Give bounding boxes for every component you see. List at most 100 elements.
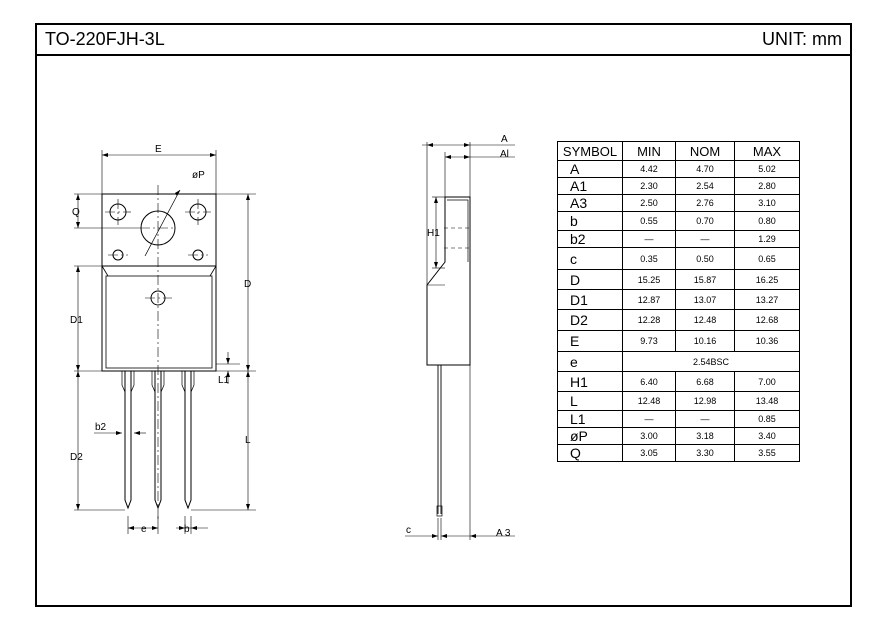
front-view	[74, 150, 256, 534]
nom-cell: —	[675, 230, 735, 248]
min-cell: 2.30	[622, 177, 676, 195]
side-view	[405, 142, 515, 540]
min-cell: 12.48	[622, 391, 676, 411]
nom-cell: 2.76	[675, 194, 735, 212]
max-cell: 16.25	[734, 269, 800, 290]
nom-cell: —	[675, 410, 735, 428]
min-cell: 12.87	[622, 289, 676, 310]
symbol-cell: D	[557, 269, 623, 290]
min-cell: 0.35	[622, 247, 676, 270]
max-cell: 3.55	[734, 444, 800, 462]
symbol-cell: L	[557, 391, 623, 411]
dim-label-b2: b2	[95, 422, 107, 433]
symbol-cell: A	[557, 160, 623, 178]
header-min: MIN	[622, 141, 676, 161]
nom-cell: 13.07	[675, 289, 735, 310]
dim-label-P: øP	[192, 170, 205, 181]
max-cell: 0.65	[734, 247, 800, 270]
min-cell: 15.25	[622, 269, 676, 290]
nom-cell: 12.48	[675, 309, 735, 331]
table-header-row: SYMBOL MIN NOM MAX	[557, 141, 800, 161]
symbol-cell: e	[557, 351, 623, 372]
header-max: MAX	[734, 141, 800, 161]
min-cell: —	[622, 410, 676, 428]
dim-label-L1: L1	[218, 375, 230, 386]
dim-label-D: D	[244, 279, 251, 290]
nom-cell: 3.30	[675, 444, 735, 462]
dim-label-Q: Q	[72, 207, 80, 218]
max-cell: 0.80	[734, 211, 800, 231]
package-title: TO-220FJH-3L	[45, 29, 165, 49]
dim-label-b: b	[184, 524, 190, 535]
min-cell: 9.73	[622, 330, 676, 352]
max-cell: 1.29	[734, 230, 800, 248]
symbol-cell: A1	[557, 177, 623, 195]
dim-label-D2: D2	[70, 452, 83, 463]
drawing-frame: TO-220FJH-3L UNIT: mm	[35, 23, 852, 607]
min-cell: 2.50	[622, 194, 676, 212]
symbol-cell: b2	[557, 230, 623, 248]
dim-label-A: A	[501, 134, 508, 145]
min-cell: 0.55	[622, 211, 676, 231]
max-cell: 3.10	[734, 194, 800, 212]
dim-label-A1: Al	[500, 149, 509, 160]
max-cell: 13.48	[734, 391, 800, 411]
min-cell: —	[622, 230, 676, 248]
symbol-cell: A3	[557, 194, 623, 212]
max-cell: 7.00	[734, 371, 800, 392]
min-cell: 3.05	[622, 444, 676, 462]
unit-label: UNIT: mm	[762, 29, 842, 49]
nom-cell: 0.70	[675, 211, 735, 231]
max-cell: 0.85	[734, 410, 800, 428]
dim-label-e: e	[141, 524, 147, 535]
symbol-cell: H1	[557, 371, 623, 392]
package-body	[102, 265, 217, 372]
symbol-cell: D2	[557, 309, 623, 331]
max-cell: 2.80	[734, 177, 800, 195]
max-cell: 3.40	[734, 427, 800, 445]
nom-cell: 4.70	[675, 160, 735, 178]
package-leads	[121, 371, 195, 510]
min-cell: 3.00	[622, 427, 676, 445]
nom-cell: 10.16	[675, 330, 735, 352]
dim-label-E: E	[155, 144, 162, 155]
min-cell: 4.42	[622, 160, 676, 178]
nom-cell: 15.87	[675, 269, 735, 290]
nom-cell: 2.54	[675, 177, 735, 195]
side-body	[426, 196, 471, 366]
dim-label-H1: H1	[427, 228, 440, 239]
dim-label-A3: A 3	[496, 528, 511, 539]
nom-cell: 12.98	[675, 391, 735, 411]
symbol-cell: D1	[557, 289, 623, 310]
symbol-cell: E	[557, 330, 623, 352]
nom-cell: 6.68	[675, 371, 735, 392]
dim-label-D1: D1	[70, 315, 83, 326]
symbol-cell: Q	[557, 444, 623, 462]
table-row: L1——0.85	[557, 410, 800, 428]
header-symbol: SYMBOL	[557, 141, 623, 161]
min-cell: 6.40	[622, 371, 676, 392]
max-cell: 10.36	[734, 330, 800, 352]
header-bar: TO-220FJH-3L UNIT: mm	[37, 25, 850, 56]
nom-cell: 3.18	[675, 427, 735, 445]
symbol-cell: L1	[557, 410, 623, 428]
symbol-cell: c	[557, 247, 623, 270]
header-nom: NOM	[675, 141, 735, 161]
max-cell: 5.02	[734, 160, 800, 178]
symbol-cell: øP	[557, 427, 623, 445]
max-cell: 13.27	[734, 289, 800, 310]
